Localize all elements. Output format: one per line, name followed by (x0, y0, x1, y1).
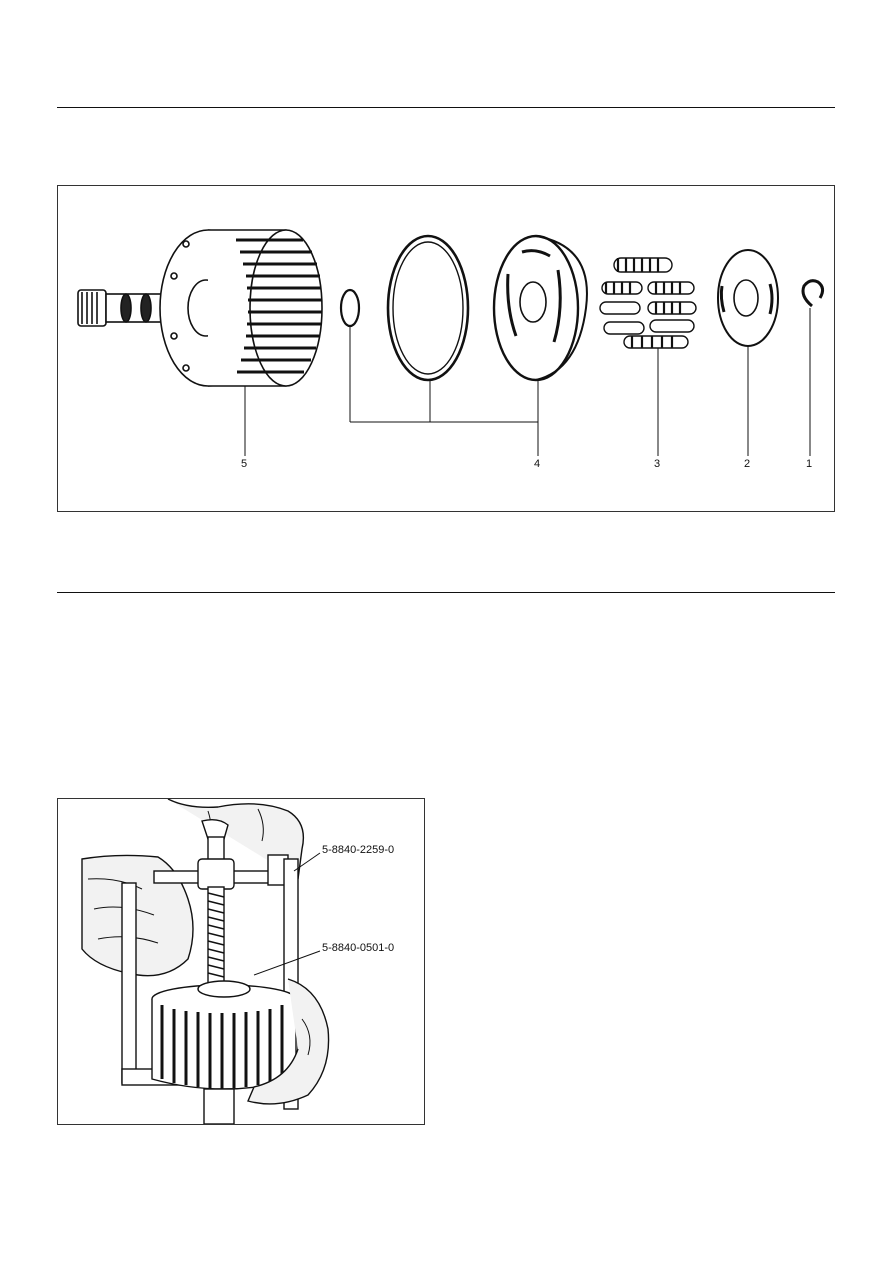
piston-part (492, 234, 588, 382)
tool-label-0501: 5-8840-0501-0 (322, 942, 394, 954)
small-seal-ring (339, 288, 361, 328)
tool-label-2259: 5-8840-2259-0 (322, 844, 394, 856)
callout-1: 1 (806, 458, 812, 470)
spring-compressor-photo: 5-8840-2259-0 5-8840-0501-0 (81, 799, 394, 1124)
exploded-clutch-drawing: 5 4 3 2 1 (77, 229, 825, 470)
snap-ring-part (801, 279, 825, 456)
special-tool-figure: 5-8840-2259-0 5-8840-0501-0 (57, 798, 425, 1125)
spring-seat-part (717, 249, 779, 456)
exploded-view-figure: 5 4 3 2 1 (57, 185, 835, 512)
clutch-drum-part (77, 229, 323, 456)
large-seal-ring (386, 234, 470, 382)
callout-3: 3 (654, 458, 660, 470)
callout-2: 2 (744, 458, 750, 470)
top-divider (57, 107, 835, 108)
callout-4: 4 (534, 458, 540, 470)
callout-5: 5 (241, 458, 247, 470)
middle-divider (57, 592, 835, 593)
return-spring-part (599, 257, 697, 456)
